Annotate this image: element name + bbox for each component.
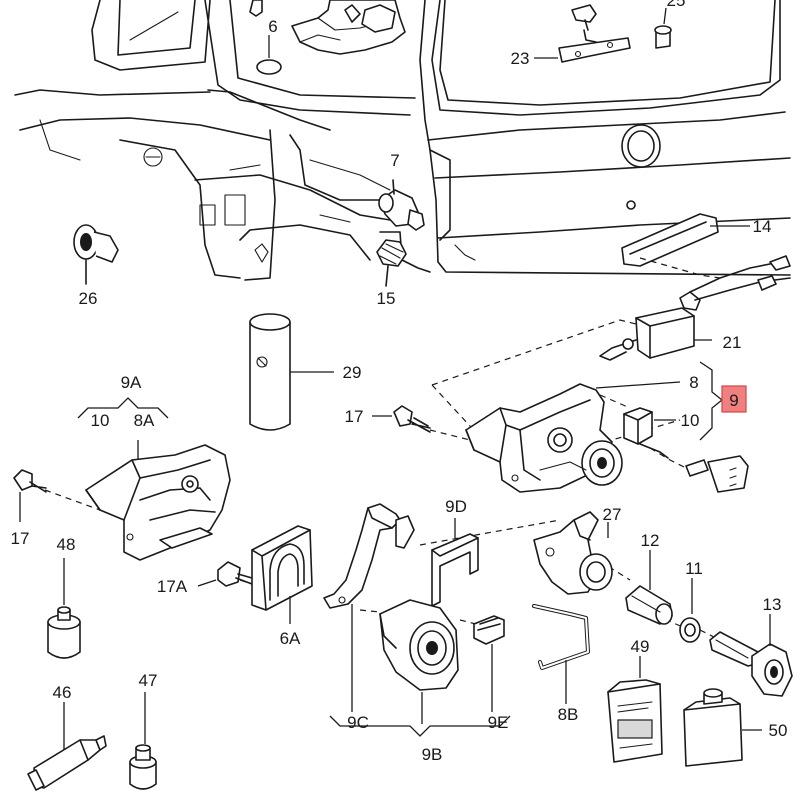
part-17-screw-upper xyxy=(372,405,431,433)
part-21-actuator xyxy=(599,255,791,361)
part-49-packet xyxy=(607,656,663,763)
label-12: 12 xyxy=(641,531,660,550)
part-29-can xyxy=(249,313,334,431)
part-6A-plate xyxy=(251,525,313,624)
part-labels: 6 23 25 7 14 15 26 21 29 9A 10 8A 8 9 17… xyxy=(11,0,788,764)
part-47-cup xyxy=(129,692,157,790)
part-9C-arm xyxy=(323,503,415,712)
label-13: 13 xyxy=(763,595,782,614)
label-9: 9 xyxy=(729,391,738,410)
label-9C: 9C xyxy=(347,713,369,732)
part-46-tube xyxy=(27,702,107,791)
label-48: 48 xyxy=(57,535,76,554)
part-9B-housing xyxy=(379,599,459,724)
label-9A: 9A xyxy=(121,373,142,392)
part-15-cap xyxy=(376,239,407,287)
part-17A-screw xyxy=(197,561,253,587)
part-8A-latch xyxy=(85,440,231,561)
label-8A: 8A xyxy=(134,411,155,430)
highlight-box-9 xyxy=(721,385,747,413)
part-8B-rod xyxy=(532,604,590,704)
leader-lines xyxy=(268,7,667,59)
label-17A: 17A xyxy=(157,577,188,596)
part-11-washer xyxy=(679,578,701,643)
label-14: 14 xyxy=(753,217,772,236)
bracket-9B xyxy=(329,715,511,737)
part-10-switch xyxy=(623,407,749,493)
label-49: 49 xyxy=(631,637,650,656)
label-26: 26 xyxy=(79,289,98,308)
hinge-group xyxy=(249,0,672,75)
label-27: 27 xyxy=(603,505,622,524)
part-27-lever xyxy=(533,511,613,595)
label-17-upper: 17 xyxy=(345,407,364,426)
part-50-bottle xyxy=(683,688,762,767)
part-13-key xyxy=(709,614,793,697)
label-29: 29 xyxy=(343,363,362,382)
part-9D-bracket xyxy=(431,518,479,607)
part-12-cylinder xyxy=(625,550,673,625)
bracket-9A xyxy=(77,397,169,419)
label-6: 6 xyxy=(268,17,277,36)
part-7-buffer xyxy=(378,179,425,231)
label-7: 7 xyxy=(390,151,399,170)
vehicle-body xyxy=(14,0,431,281)
label-10-right: 10 xyxy=(681,411,700,430)
label-10-left: 10 xyxy=(91,411,110,430)
part-14-handle xyxy=(621,213,750,279)
label-15: 15 xyxy=(377,289,396,308)
label-23: 23 xyxy=(511,49,530,68)
label-46: 46 xyxy=(53,683,72,702)
label-9B: 9B xyxy=(422,745,443,764)
label-25: 25 xyxy=(667,0,686,10)
bracket-9 xyxy=(699,361,724,441)
label-6A: 6A xyxy=(280,629,301,648)
label-9E: 9E xyxy=(488,713,509,732)
part-48-cup xyxy=(47,558,81,659)
tailgate xyxy=(419,0,791,276)
part-17-screw-left xyxy=(13,469,47,522)
part-8-lock xyxy=(465,381,681,493)
label-21: 21 xyxy=(723,333,742,352)
label-11: 11 xyxy=(685,559,703,578)
part-26-grommet xyxy=(73,224,119,285)
label-8B: 8B xyxy=(558,705,579,724)
part-9E-clip xyxy=(473,615,505,712)
label-17-left: 17 xyxy=(11,529,30,548)
label-47: 47 xyxy=(139,671,158,690)
label-9D: 9D xyxy=(445,497,467,516)
label-8: 8 xyxy=(689,373,698,392)
label-50: 50 xyxy=(769,721,788,740)
